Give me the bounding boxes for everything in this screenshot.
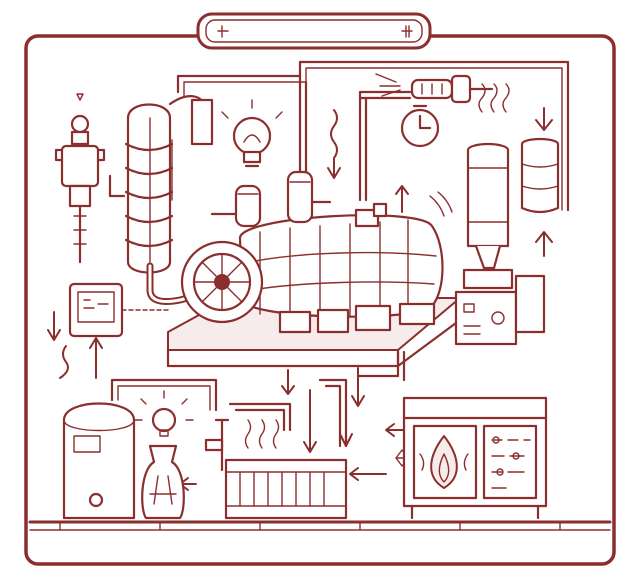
- top-pipes: [176, 60, 570, 212]
- lightbulb-icon: [134, 390, 194, 437]
- torch-icon: [375, 73, 494, 104]
- boiler-tank: [62, 402, 136, 520]
- down-arrow-icon: [535, 107, 553, 131]
- heat-waves-icon: [478, 83, 510, 113]
- coil-column: [124, 95, 214, 306]
- canister: [520, 137, 560, 214]
- radiator: [224, 419, 348, 520]
- valve-icon: [54, 93, 126, 264]
- furnace: [402, 396, 548, 520]
- flame-icon: [419, 435, 469, 489]
- lower-pipes: [110, 350, 409, 491]
- clock-icon: [400, 104, 440, 148]
- up-arrow-icon: [395, 185, 409, 213]
- tank-column-right: [462, 142, 514, 290]
- title-cartouche: [196, 12, 432, 50]
- control-panel: [47, 282, 169, 379]
- main-engine: [166, 170, 462, 368]
- up-arrow-icon: [535, 231, 553, 257]
- control-box: [454, 274, 546, 346]
- flask: [141, 444, 185, 520]
- floor: [28, 520, 612, 531]
- bulb-icon: [221, 99, 283, 168]
- down-arrow-icon: [327, 109, 341, 179]
